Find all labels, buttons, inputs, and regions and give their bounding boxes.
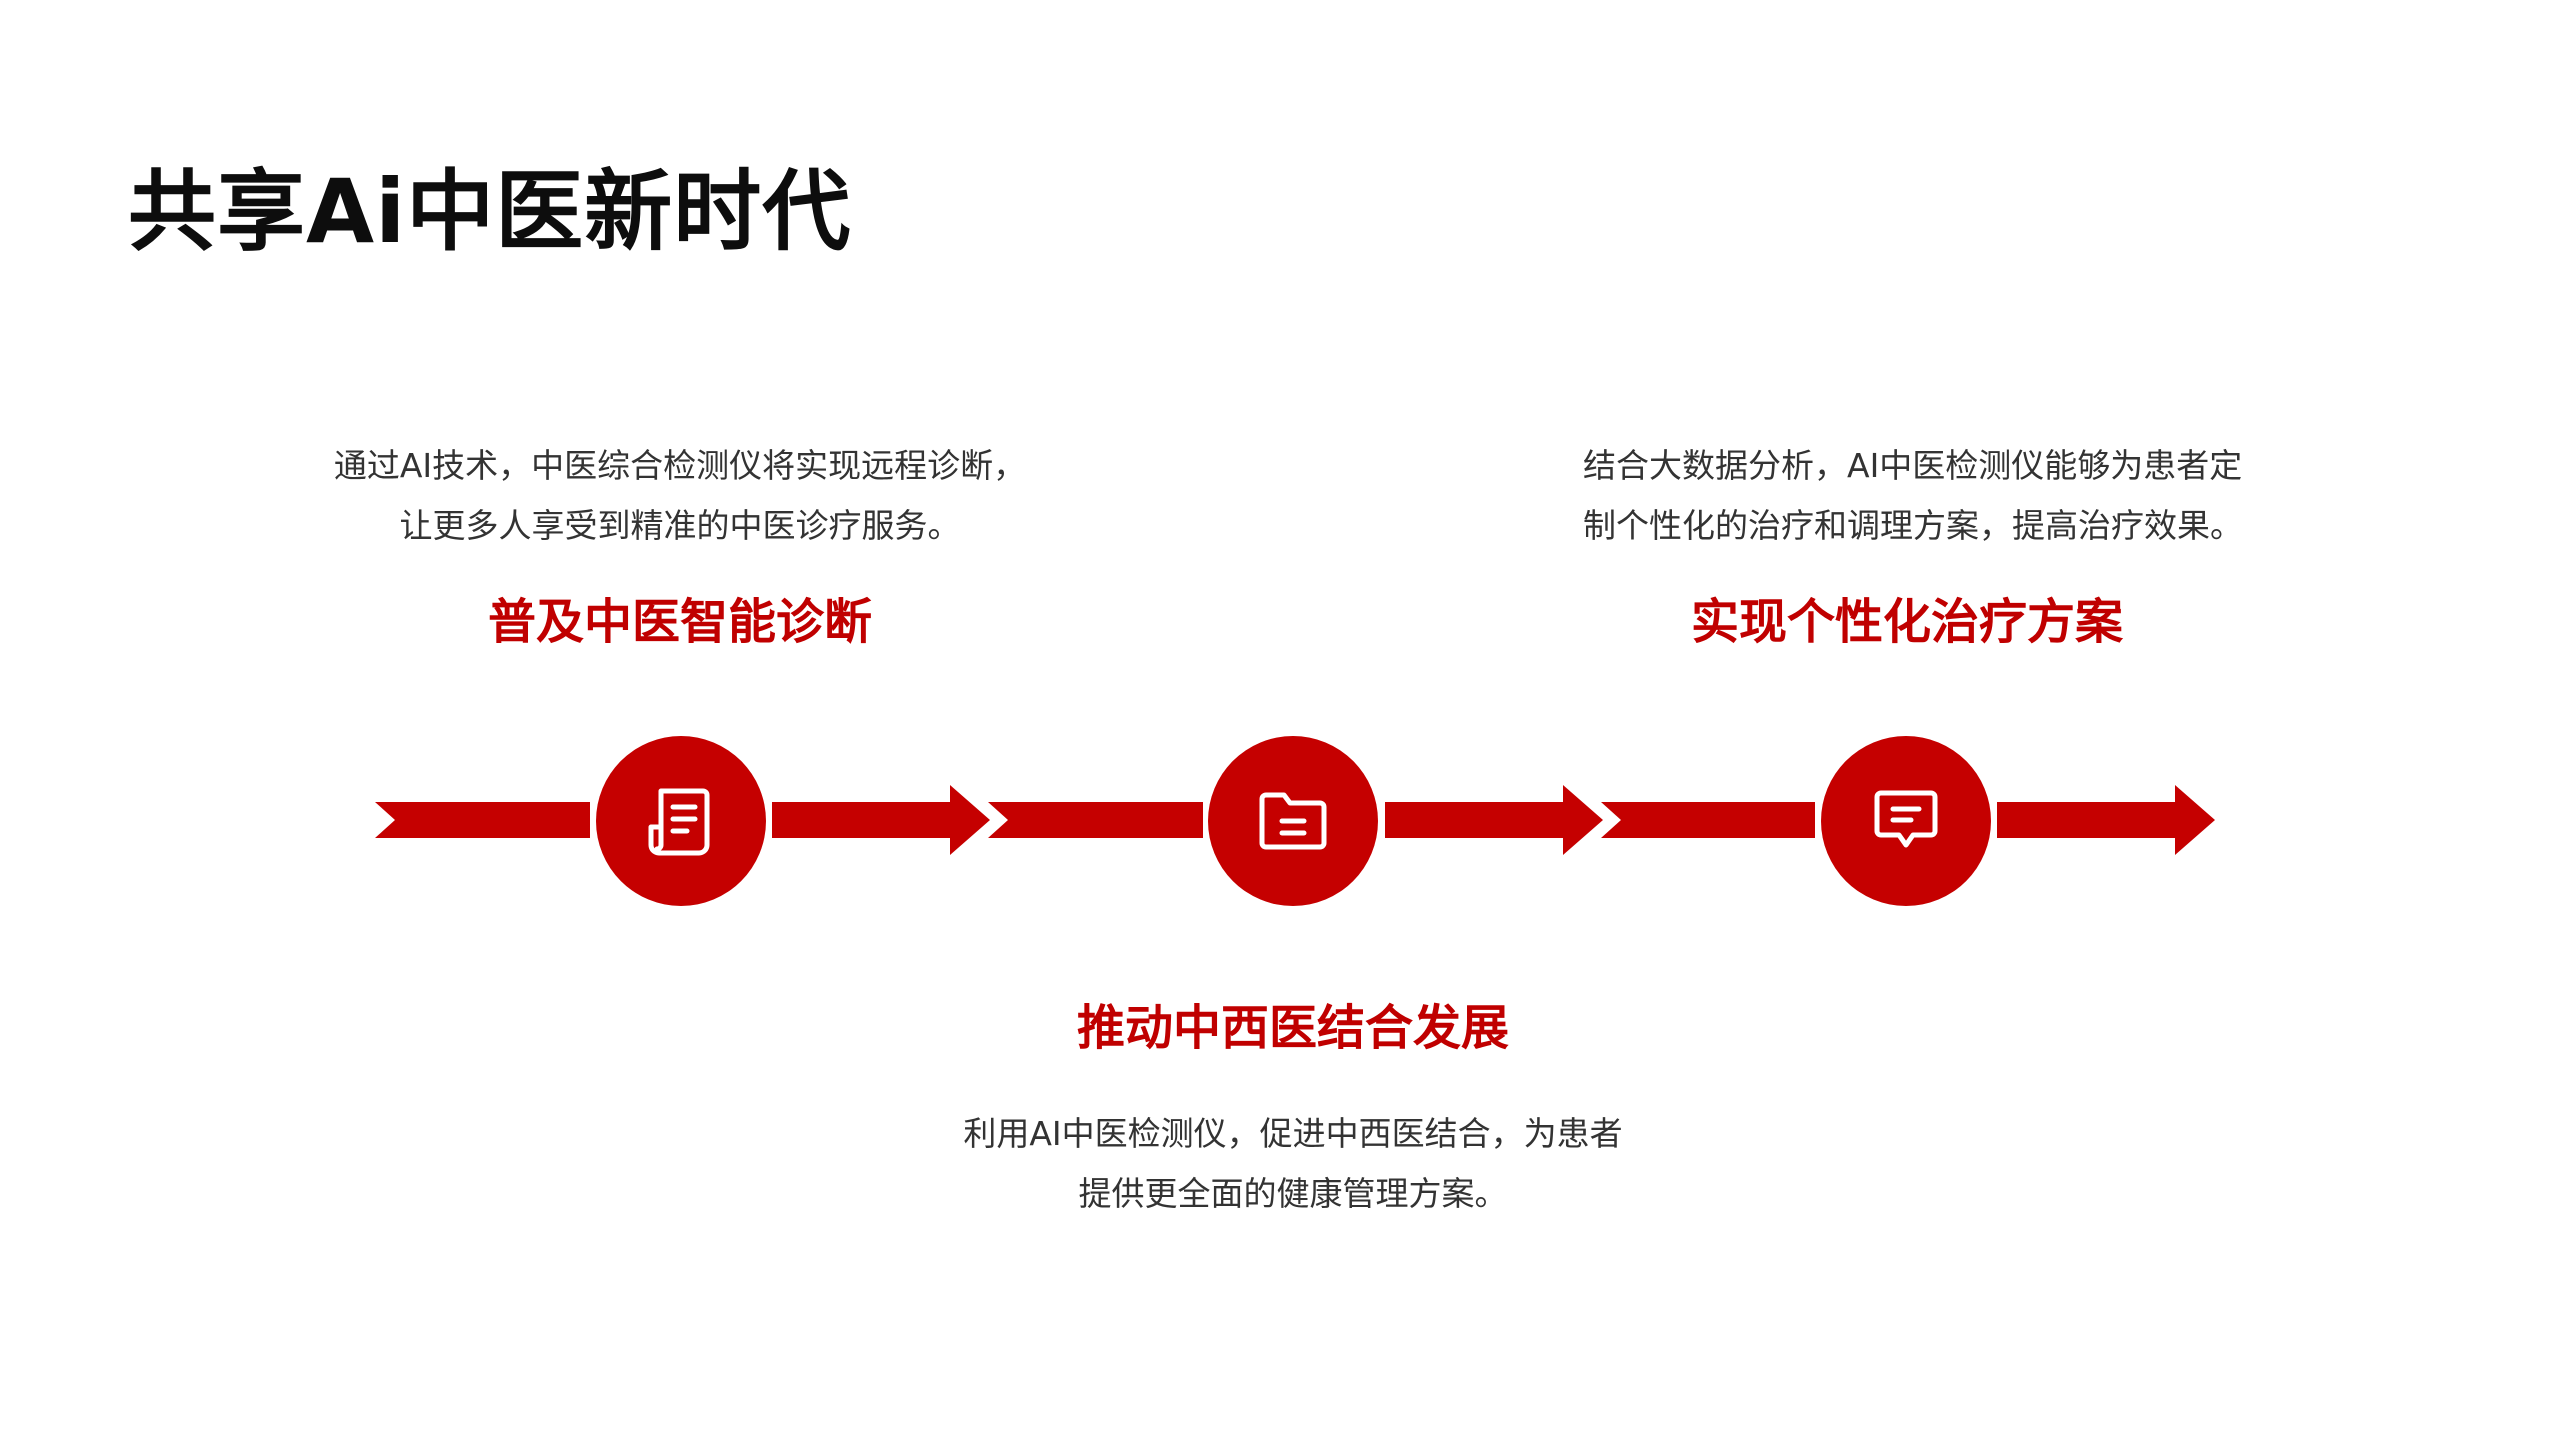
step-1-description-line-2: 让更多人享受到精准的中医诊疗服务。 [399,506,961,545]
step-1-circle [596,736,766,906]
step-2-description: 利用AI中医检测仪，促进中西医结合，为患者 提供更全面的健康管理方案。 [943,1104,1643,1224]
folder-icon [1259,792,1327,850]
arrow-segment-3-right [1997,785,2215,855]
step-3-description-line-1: 结合大数据分析，AI中医检测仪能够为患者定 [1583,446,2243,485]
step-2-circle [1208,736,1378,906]
document-icon [648,788,710,856]
step-2-heading: 推动中西医结合发展 [1076,1000,1509,1056]
page-title: 共享Ai中医新时代 [128,160,852,263]
message-icon [1874,790,1938,848]
step-1-heading: 普及中医智能诊断 [487,594,872,650]
step-3-circle [1821,736,1991,906]
step-3-description-line-2: 制个性化的治疗和调理方案，提高治疗效果。 [1583,506,2243,545]
arrow-segment-1-right [772,785,990,855]
arrow-segment-3-left [1601,802,1815,838]
step-2-description-line-2: 提供更全面的健康管理方案。 [1078,1174,1508,1213]
step-1-description: 通过AI技术，中医综合检测仪将实现远程诊断， 让更多人享受到精准的中医诊疗服务。 [330,436,1030,556]
step-3-description: 结合大数据分析，AI中医检测仪能够为患者定 制个性化的治疗和调理方案，提高治疗效… [1583,436,2283,556]
step-2-description-line-1: 利用AI中医检测仪，促进中西医结合，为患者 [963,1114,1623,1153]
arrow-segment-2-right [1385,785,1603,855]
arrow-segment-2-left [988,802,1203,838]
step-3-heading: 实现个性化治疗方案 [1690,594,2123,650]
arrow-segment-1-left [375,802,590,838]
step-1-description-line-1: 通过AI技术，中医综合检测仪将实现远程诊断， [333,446,1027,485]
